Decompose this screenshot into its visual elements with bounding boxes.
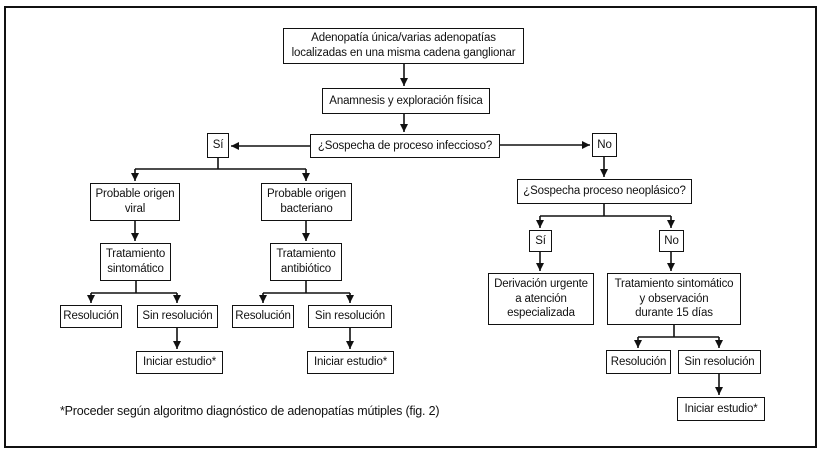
node-tratamiento-observacion: Tratamiento sintomático y observación du… [607, 273, 741, 325]
node-no-neoplasico: No [659, 230, 684, 252]
node-si-neoplasico: Sí [529, 230, 552, 252]
node-sin-resolucion-observacion: Sin resolución [678, 350, 761, 374]
node-no-infeccioso: No [592, 133, 617, 157]
node-adenopatia-unica: Adenopatía única/varias adenopatías loca… [283, 28, 524, 64]
figure-border [4, 6, 817, 448]
node-resolucion-viral: Resolución [60, 305, 122, 328]
node-derivacion-urgente: Derivación urgente a atención especializ… [488, 273, 594, 325]
node-resolucion-bacteriano: Resolución [232, 305, 294, 328]
node-question-proceso-infeccioso: ¿Sospecha de proceso infeccioso? [310, 134, 500, 158]
node-probable-origen-viral: Probable origen viral [90, 183, 180, 221]
node-question-proceso-neoplasico: ¿Sospecha proceso neoplásico? [517, 179, 692, 204]
node-sin-resolucion-viral: Sin resolución [137, 305, 218, 328]
footnote: *Proceder según algoritmo diagnóstico de… [60, 404, 440, 418]
node-tratamiento-antibiotico: Tratamiento antibiótico [270, 243, 342, 281]
node-iniciar-estudio-observacion: Iniciar estudio* [677, 397, 765, 421]
node-iniciar-estudio-viral: Iniciar estudio* [136, 351, 223, 374]
node-tratamiento-sintomatico: Tratamiento sintomático [100, 243, 171, 281]
node-resolucion-observacion: Resolución [606, 350, 671, 374]
node-iniciar-estudio-bacteriano: Iniciar estudio* [307, 351, 394, 374]
node-sin-resolucion-bacteriano: Sin resolución [308, 305, 392, 328]
node-probable-origen-bacteriano: Probable origen bacteriano [261, 183, 352, 221]
node-si-infeccioso: Sí [207, 133, 229, 158]
node-anamnesis-exploracion: Anamnesis y exploración física [322, 88, 490, 114]
